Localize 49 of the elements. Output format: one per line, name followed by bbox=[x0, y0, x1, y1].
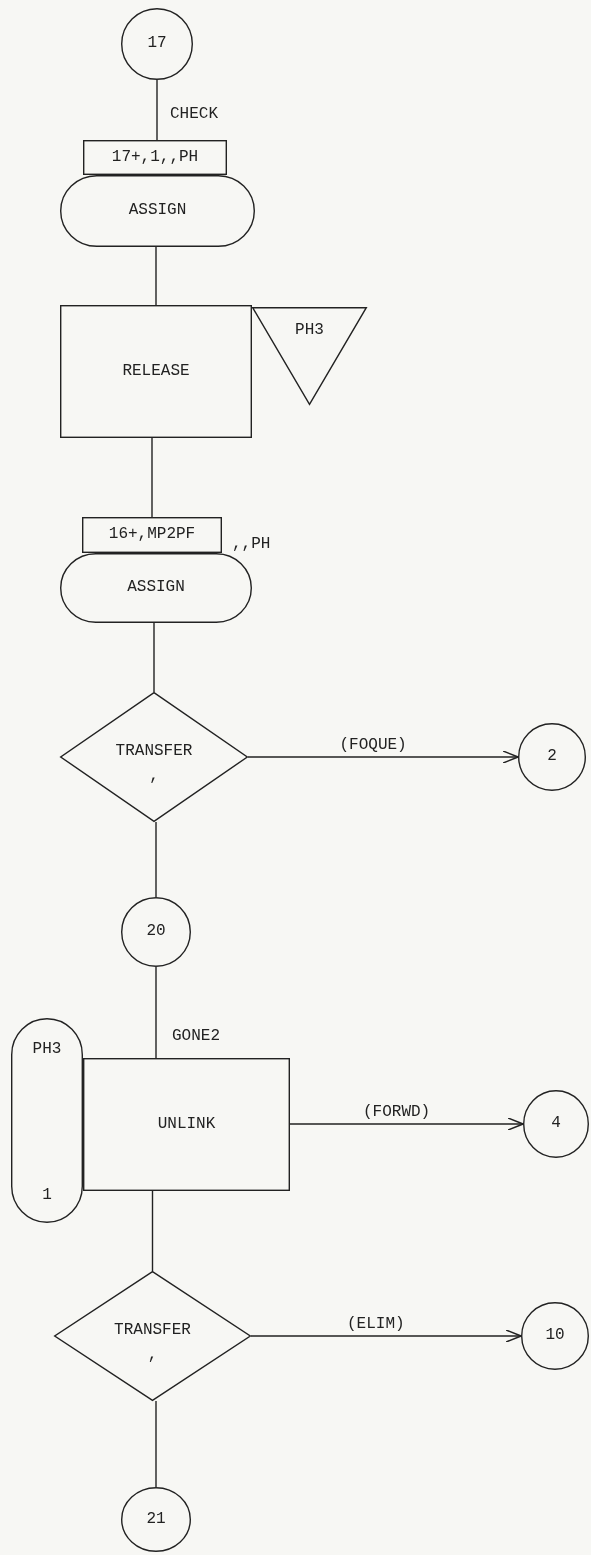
connector-number: 20 bbox=[146, 922, 166, 942]
block-text: 16+,MP2PF bbox=[108, 525, 196, 545]
connector-number: 2 bbox=[547, 747, 557, 767]
flow-line bbox=[155, 246, 157, 306]
assign-block bbox=[60, 553, 252, 623]
block-text: , bbox=[147, 1346, 158, 1366]
flow-line bbox=[153, 622, 155, 693]
block-label: GONE2 bbox=[172, 1027, 220, 1047]
operand-box bbox=[83, 140, 227, 175]
decision-diamond bbox=[60, 692, 248, 822]
block-text: RELEASE bbox=[122, 361, 190, 382]
flow-line bbox=[151, 437, 153, 518]
flow-arrow bbox=[247, 750, 519, 764]
connector-number: 10 bbox=[545, 1326, 565, 1346]
operand-box bbox=[82, 517, 222, 553]
process-box bbox=[83, 1058, 290, 1191]
process-box bbox=[60, 305, 252, 438]
chain-block bbox=[11, 1018, 83, 1223]
flow-line bbox=[155, 966, 157, 1059]
block-text: 1 bbox=[42, 1185, 52, 1205]
block-text: PH3 bbox=[32, 1040, 62, 1060]
connector-number: 21 bbox=[146, 1509, 166, 1530]
connector-number: 17 bbox=[147, 34, 167, 54]
block-text: TRANSFER bbox=[114, 1320, 191, 1340]
connector-circle bbox=[121, 8, 193, 80]
block-text: TRANSFER bbox=[115, 741, 193, 761]
flow-line bbox=[151, 1190, 154, 1272]
storage-triangle bbox=[252, 307, 367, 405]
block-text: ASSIGN bbox=[127, 578, 185, 598]
flow-line bbox=[156, 79, 158, 141]
block-text: ASSIGN bbox=[128, 201, 187, 221]
connector-circle bbox=[121, 897, 191, 967]
connector-circle bbox=[121, 1487, 191, 1552]
block-text: UNLINK bbox=[157, 1114, 216, 1135]
flow-arrow bbox=[289, 1117, 524, 1131]
block-label: ,,PH bbox=[232, 535, 271, 555]
connector-number: 4 bbox=[551, 1114, 561, 1134]
flow-line bbox=[155, 821, 157, 898]
connector-circle bbox=[518, 723, 586, 791]
connector-circle bbox=[521, 1302, 589, 1370]
block-text: PH3 bbox=[295, 321, 324, 341]
assign-block bbox=[60, 175, 255, 247]
flow-line bbox=[155, 1400, 157, 1488]
decision-diamond bbox=[54, 1271, 251, 1401]
connector-circle bbox=[523, 1090, 589, 1158]
block-text: , bbox=[149, 767, 159, 787]
block-label: CHECK bbox=[170, 105, 218, 125]
block-text: 17+,1,,PH bbox=[111, 147, 199, 168]
flow-arrow bbox=[250, 1329, 522, 1343]
